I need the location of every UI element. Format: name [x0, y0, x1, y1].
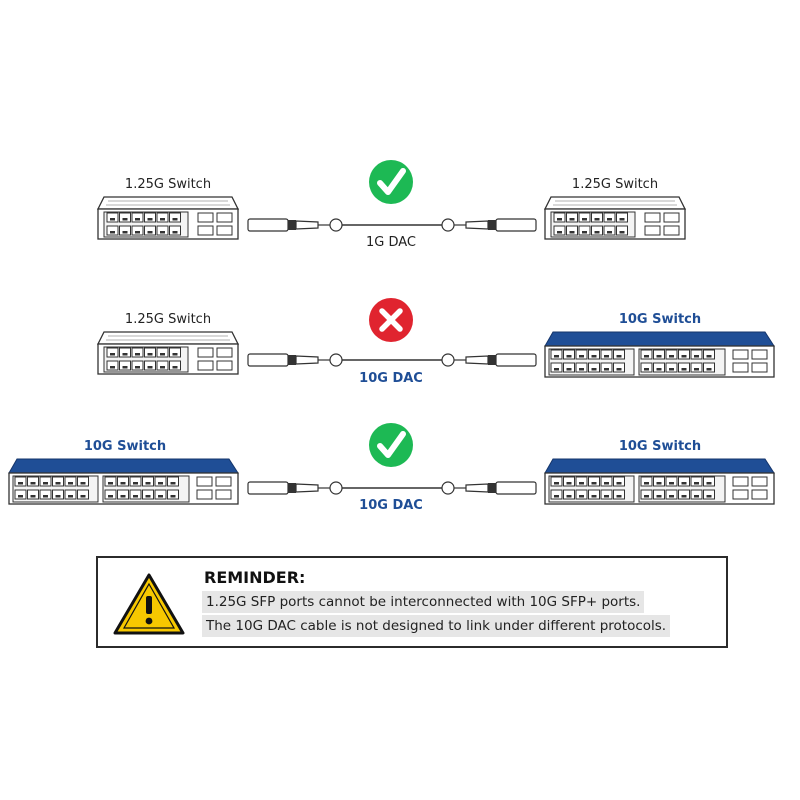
row-3-left-switch-label: 10G Switch	[84, 439, 166, 454]
check-icon	[369, 160, 413, 204]
row-3-right-switch	[544, 458, 775, 505]
row-2: 1.25G Switch 10G Switch 10G DAC	[96, 298, 775, 386]
row-2-left-switch-label: 1.25G Switch	[125, 312, 211, 327]
reminder-line-1: 1.25G SFP ports cannot be interconnected…	[202, 591, 645, 613]
cross-icon	[369, 298, 413, 342]
row-3-right-switch-label: 10G Switch	[619, 439, 701, 454]
reminder-title: REMINDER:	[204, 568, 306, 587]
row-1-left-switch-label: 1.25G Switch	[125, 177, 211, 192]
row-1-right-switch	[543, 196, 687, 240]
row-2-dac-cable	[247, 353, 537, 367]
row-2-cable-label: 10G DAC	[359, 371, 423, 386]
row-3: 10G Switch 10G Switch 10G DAC	[8, 423, 775, 513]
reminder-line-2: The 10G DAC cable is not designed to lin…	[202, 615, 671, 637]
row-2-right-switch	[544, 331, 775, 378]
row-3-cable-label: 10G DAC	[359, 498, 423, 513]
row-3-left-switch	[8, 458, 239, 505]
row-1: 1.25G Switch 1.25G Switch 1G DAC	[96, 160, 687, 250]
row-1-dac-cable	[247, 218, 537, 232]
warning-triangle-icon	[113, 573, 185, 635]
check-icon	[369, 423, 413, 467]
row-3-dac-cable	[247, 481, 537, 495]
compatibility-diagram: 1.25G Switch 1.25G Switch 1G DAC 1.25G S…	[8, 160, 775, 513]
reminder-box: REMINDER: 1.25G SFP ports cannot be inte…	[96, 556, 728, 648]
row-2-right-switch-label: 10G Switch	[619, 312, 701, 327]
row-1-left-switch	[96, 196, 240, 240]
row-2-left-switch	[96, 331, 240, 375]
row-1-right-switch-label: 1.25G Switch	[572, 177, 658, 192]
row-1-cable-label: 1G DAC	[366, 235, 416, 250]
